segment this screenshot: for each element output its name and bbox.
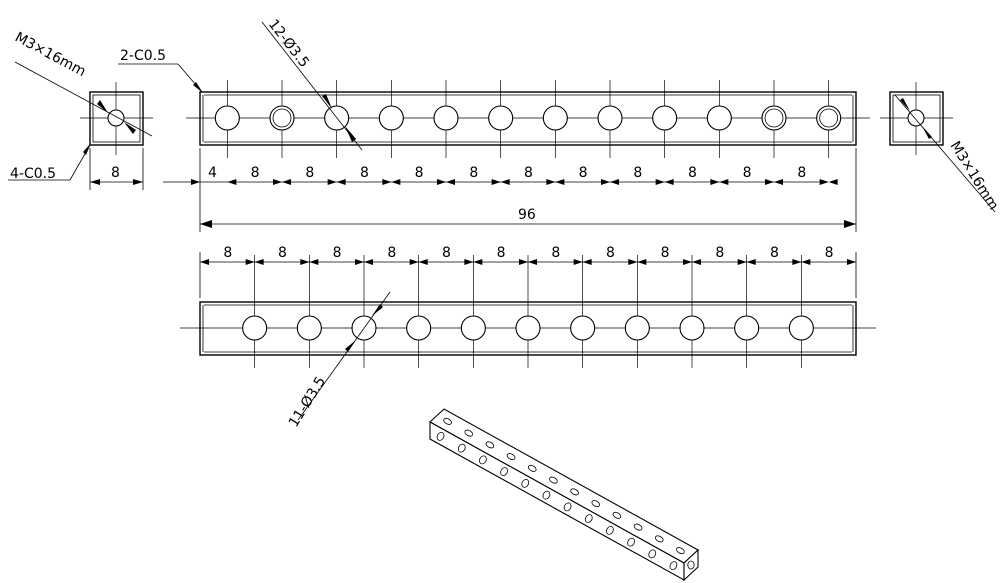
front-hole bbox=[761, 105, 787, 131]
front-hole bbox=[378, 105, 404, 131]
bottom-hole bbox=[242, 315, 268, 341]
front-hole bbox=[542, 105, 568, 131]
bottom-pitch-label: 8 bbox=[715, 245, 724, 261]
front-pitch-label: 8 bbox=[251, 165, 260, 181]
front-pitch-label: 8 bbox=[415, 165, 424, 181]
front-pitch-label: 8 bbox=[797, 165, 806, 181]
front-pitch-label: 8 bbox=[524, 165, 533, 181]
front-pitch-label: 8 bbox=[305, 165, 314, 181]
left-end-view bbox=[8, 61, 153, 190]
front-offset-label: 4 bbox=[208, 165, 217, 181]
bottom-hole bbox=[788, 315, 814, 341]
bottom-pitch-label: 8 bbox=[278, 245, 287, 261]
overall-length-label: 96 bbox=[518, 207, 536, 223]
front-hole bbox=[269, 105, 295, 131]
front-hole bbox=[433, 105, 459, 131]
right-end-view bbox=[880, 82, 996, 213]
front-pitch-label: 8 bbox=[743, 165, 752, 181]
front-pitch-label: 8 bbox=[579, 165, 588, 181]
bottom-pitch-label: 8 bbox=[333, 245, 342, 261]
bottom-pitch-label: 8 bbox=[442, 245, 451, 261]
front-hole bbox=[816, 105, 842, 131]
front-hole bbox=[706, 105, 732, 131]
front-hole bbox=[652, 105, 678, 131]
bottom-hole bbox=[570, 315, 596, 341]
bottom-holes-label: 11-Ø3.5 bbox=[286, 374, 329, 430]
front-holes-label: 12-Ø3.5 bbox=[265, 17, 312, 71]
bottom-hole bbox=[406, 315, 432, 341]
end-left-callout-label: M3×16mm bbox=[12, 29, 88, 80]
bottom-pitch-label: 8 bbox=[770, 245, 779, 261]
front-hole bbox=[214, 105, 240, 131]
front-chamfer-label: 2-C0.5 bbox=[120, 48, 166, 64]
front-hole bbox=[488, 105, 514, 131]
bottom-view bbox=[180, 252, 876, 421]
front-pitch-label: 8 bbox=[360, 165, 369, 181]
front-pitch-label: 8 bbox=[633, 165, 642, 181]
bottom-hole bbox=[734, 315, 760, 341]
front-pitch-label: 8 bbox=[469, 165, 478, 181]
front-view bbox=[118, 21, 870, 232]
bottom-hole bbox=[515, 315, 541, 341]
front-pitch-label: 8 bbox=[688, 165, 697, 181]
end-left-width-label: 8 bbox=[111, 165, 120, 181]
bottom-hole bbox=[624, 315, 650, 341]
end-left-chamfer-label: 4-C0.5 bbox=[10, 166, 56, 182]
bottom-pitch-label: 8 bbox=[387, 245, 396, 261]
bottom-pitch-label: 8 bbox=[497, 245, 506, 261]
bottom-hole bbox=[679, 315, 705, 341]
bottom-pitch-label: 8 bbox=[606, 245, 615, 261]
bottom-hole bbox=[296, 315, 322, 341]
isometric-view bbox=[429, 408, 699, 582]
front-hole bbox=[597, 105, 623, 131]
bottom-hole bbox=[460, 315, 486, 341]
bottom-pitch-label: 8 bbox=[551, 245, 560, 261]
end-right-callout-label: M3×16mm bbox=[947, 139, 1000, 213]
bottom-pitch-label: 8 bbox=[825, 245, 834, 261]
bottom-pitch-label: 8 bbox=[661, 245, 670, 261]
bottom-pitch-label: 8 bbox=[223, 245, 232, 261]
